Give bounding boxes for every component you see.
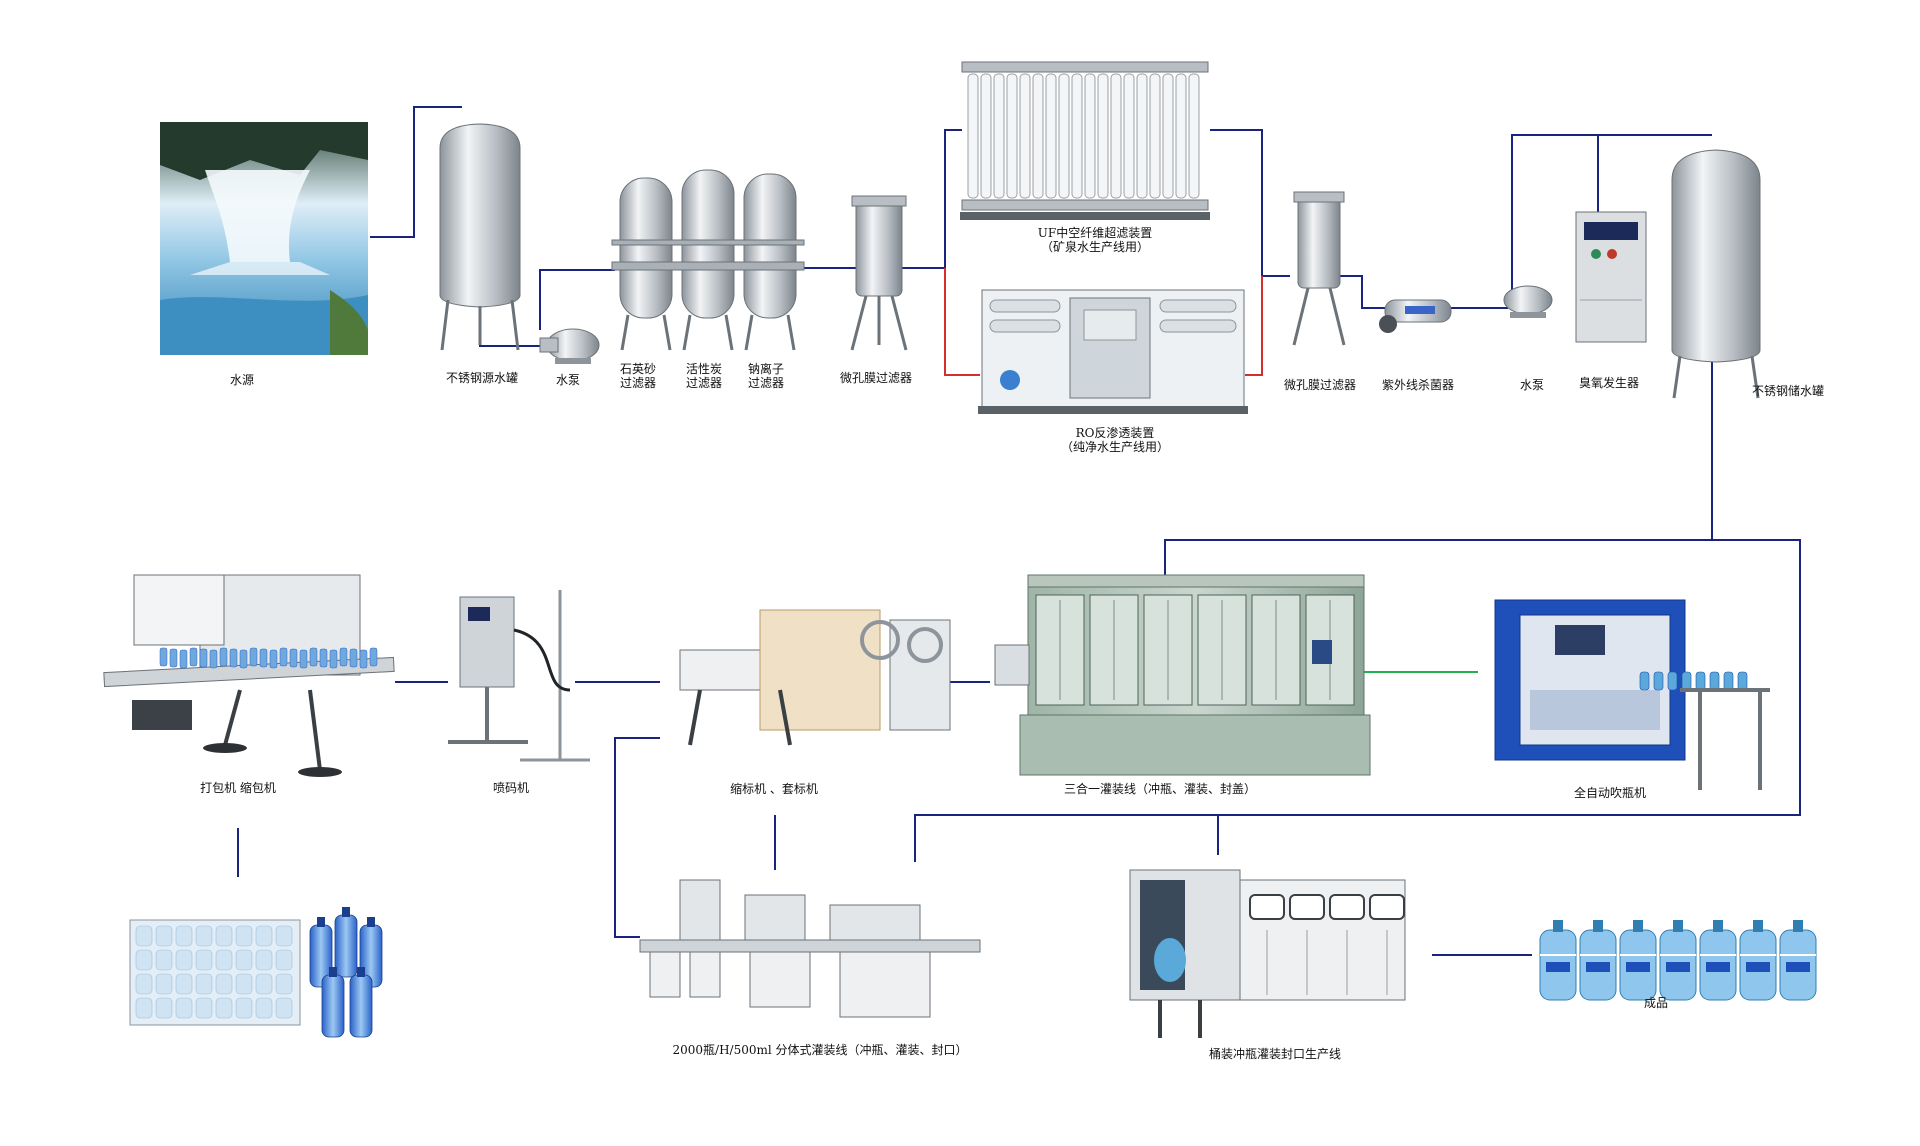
pump-2 xyxy=(1503,285,1553,318)
label-pump-1: 水泵 xyxy=(555,373,580,387)
line-bus-down-left xyxy=(914,814,1245,862)
micropore-filter-2 xyxy=(1292,191,1346,346)
flow-lines xyxy=(237,106,1801,956)
uf-hollow-fiber-device xyxy=(960,61,1210,220)
source-tank xyxy=(439,123,521,351)
label-split-filling-line: 2000瓶/H/500ml 分体式灌装线（冲瓶、灌装、封口） xyxy=(672,1043,968,1057)
label-barrel-line: 桶装冲瓶灌装封口生产线 xyxy=(1208,1047,1341,1061)
line-source-to-tank xyxy=(370,106,462,238)
line-pump2-up xyxy=(1511,134,1712,298)
label-storage-tank: 不锈钢储水罐 xyxy=(1751,384,1824,398)
micropore-filter-1 xyxy=(850,195,908,351)
barrel-filling-line xyxy=(1129,869,1406,1038)
split-filling-line xyxy=(639,879,981,1018)
label-inkjet-printer: 喷码机 xyxy=(492,781,529,795)
line-micro2-to-uv xyxy=(1340,275,1385,309)
label-source-tank: 不锈钢源水罐 xyxy=(445,371,518,385)
five-gallon-barrels xyxy=(1539,920,1817,1001)
label-uf-device: UF中空纤维超滤装置（矿泉水生产线用） xyxy=(1037,226,1153,254)
line-pump1-to-filters xyxy=(539,269,615,330)
quartz-sand-filter xyxy=(619,177,673,351)
shrink-sleeve-label-machine xyxy=(679,609,951,746)
ozone-generator xyxy=(1575,211,1647,343)
label-packing-machine: 打包机 缩包机 xyxy=(200,781,276,795)
ro-lines xyxy=(944,268,1263,376)
label-sodium-filter: 钠离子过滤器 xyxy=(747,362,784,390)
packing-shrink-machine xyxy=(103,574,395,777)
label-micro-filter-1: 微孔膜过滤器 xyxy=(839,371,912,385)
label-quartz-filter: 石英砂过滤器 xyxy=(619,362,656,390)
uv-sterilizer xyxy=(1379,299,1452,333)
label-micro-filter-2: 微孔膜过滤器 xyxy=(1283,378,1356,392)
finished-bottle-packs xyxy=(129,907,383,1038)
label-label-machine: 缩标机 、套标机 xyxy=(730,782,818,796)
sodium-ion-filter xyxy=(743,173,797,351)
line-uf-to-micro2 xyxy=(1210,129,1290,277)
pump-1 xyxy=(539,328,600,364)
label-finished-product: 成品 xyxy=(1643,996,1668,1010)
blow-molding-machine xyxy=(1494,599,1770,790)
line-tank-to-pump1 xyxy=(479,318,544,347)
label-uv-sterilizer: 紫外线杀菌器 xyxy=(1381,378,1454,392)
line-label-to-split xyxy=(614,737,660,938)
ro-reverse-osmosis-device xyxy=(978,289,1248,414)
line-storage-down xyxy=(1164,360,1713,575)
label-filling-line-3in1: 三合一灌装线（冲瓶、灌装、封盖） xyxy=(1063,782,1256,796)
label-water-source: 水源 xyxy=(229,373,254,387)
label-ozone-generator: 臭氧发生器 xyxy=(1578,376,1639,390)
line-storage-to-blow xyxy=(1245,539,1801,816)
inkjet-coder xyxy=(448,590,590,762)
filter-tanks xyxy=(611,169,805,351)
line-micro1-to-split xyxy=(902,129,962,269)
activated-carbon-filter xyxy=(681,169,735,351)
label-carbon-filter: 活性炭过滤器 xyxy=(685,362,722,390)
three-in-one-filling-line xyxy=(994,574,1371,776)
label-pump-2: 水泵 xyxy=(1519,378,1544,392)
storage-tank xyxy=(1671,149,1761,399)
water-source-image xyxy=(160,122,368,355)
label-blow-molding: 全自动吹瓶机 xyxy=(1573,786,1646,800)
label-ro-device: RO反渗透装置（纯净水生产线用） xyxy=(1060,426,1169,454)
